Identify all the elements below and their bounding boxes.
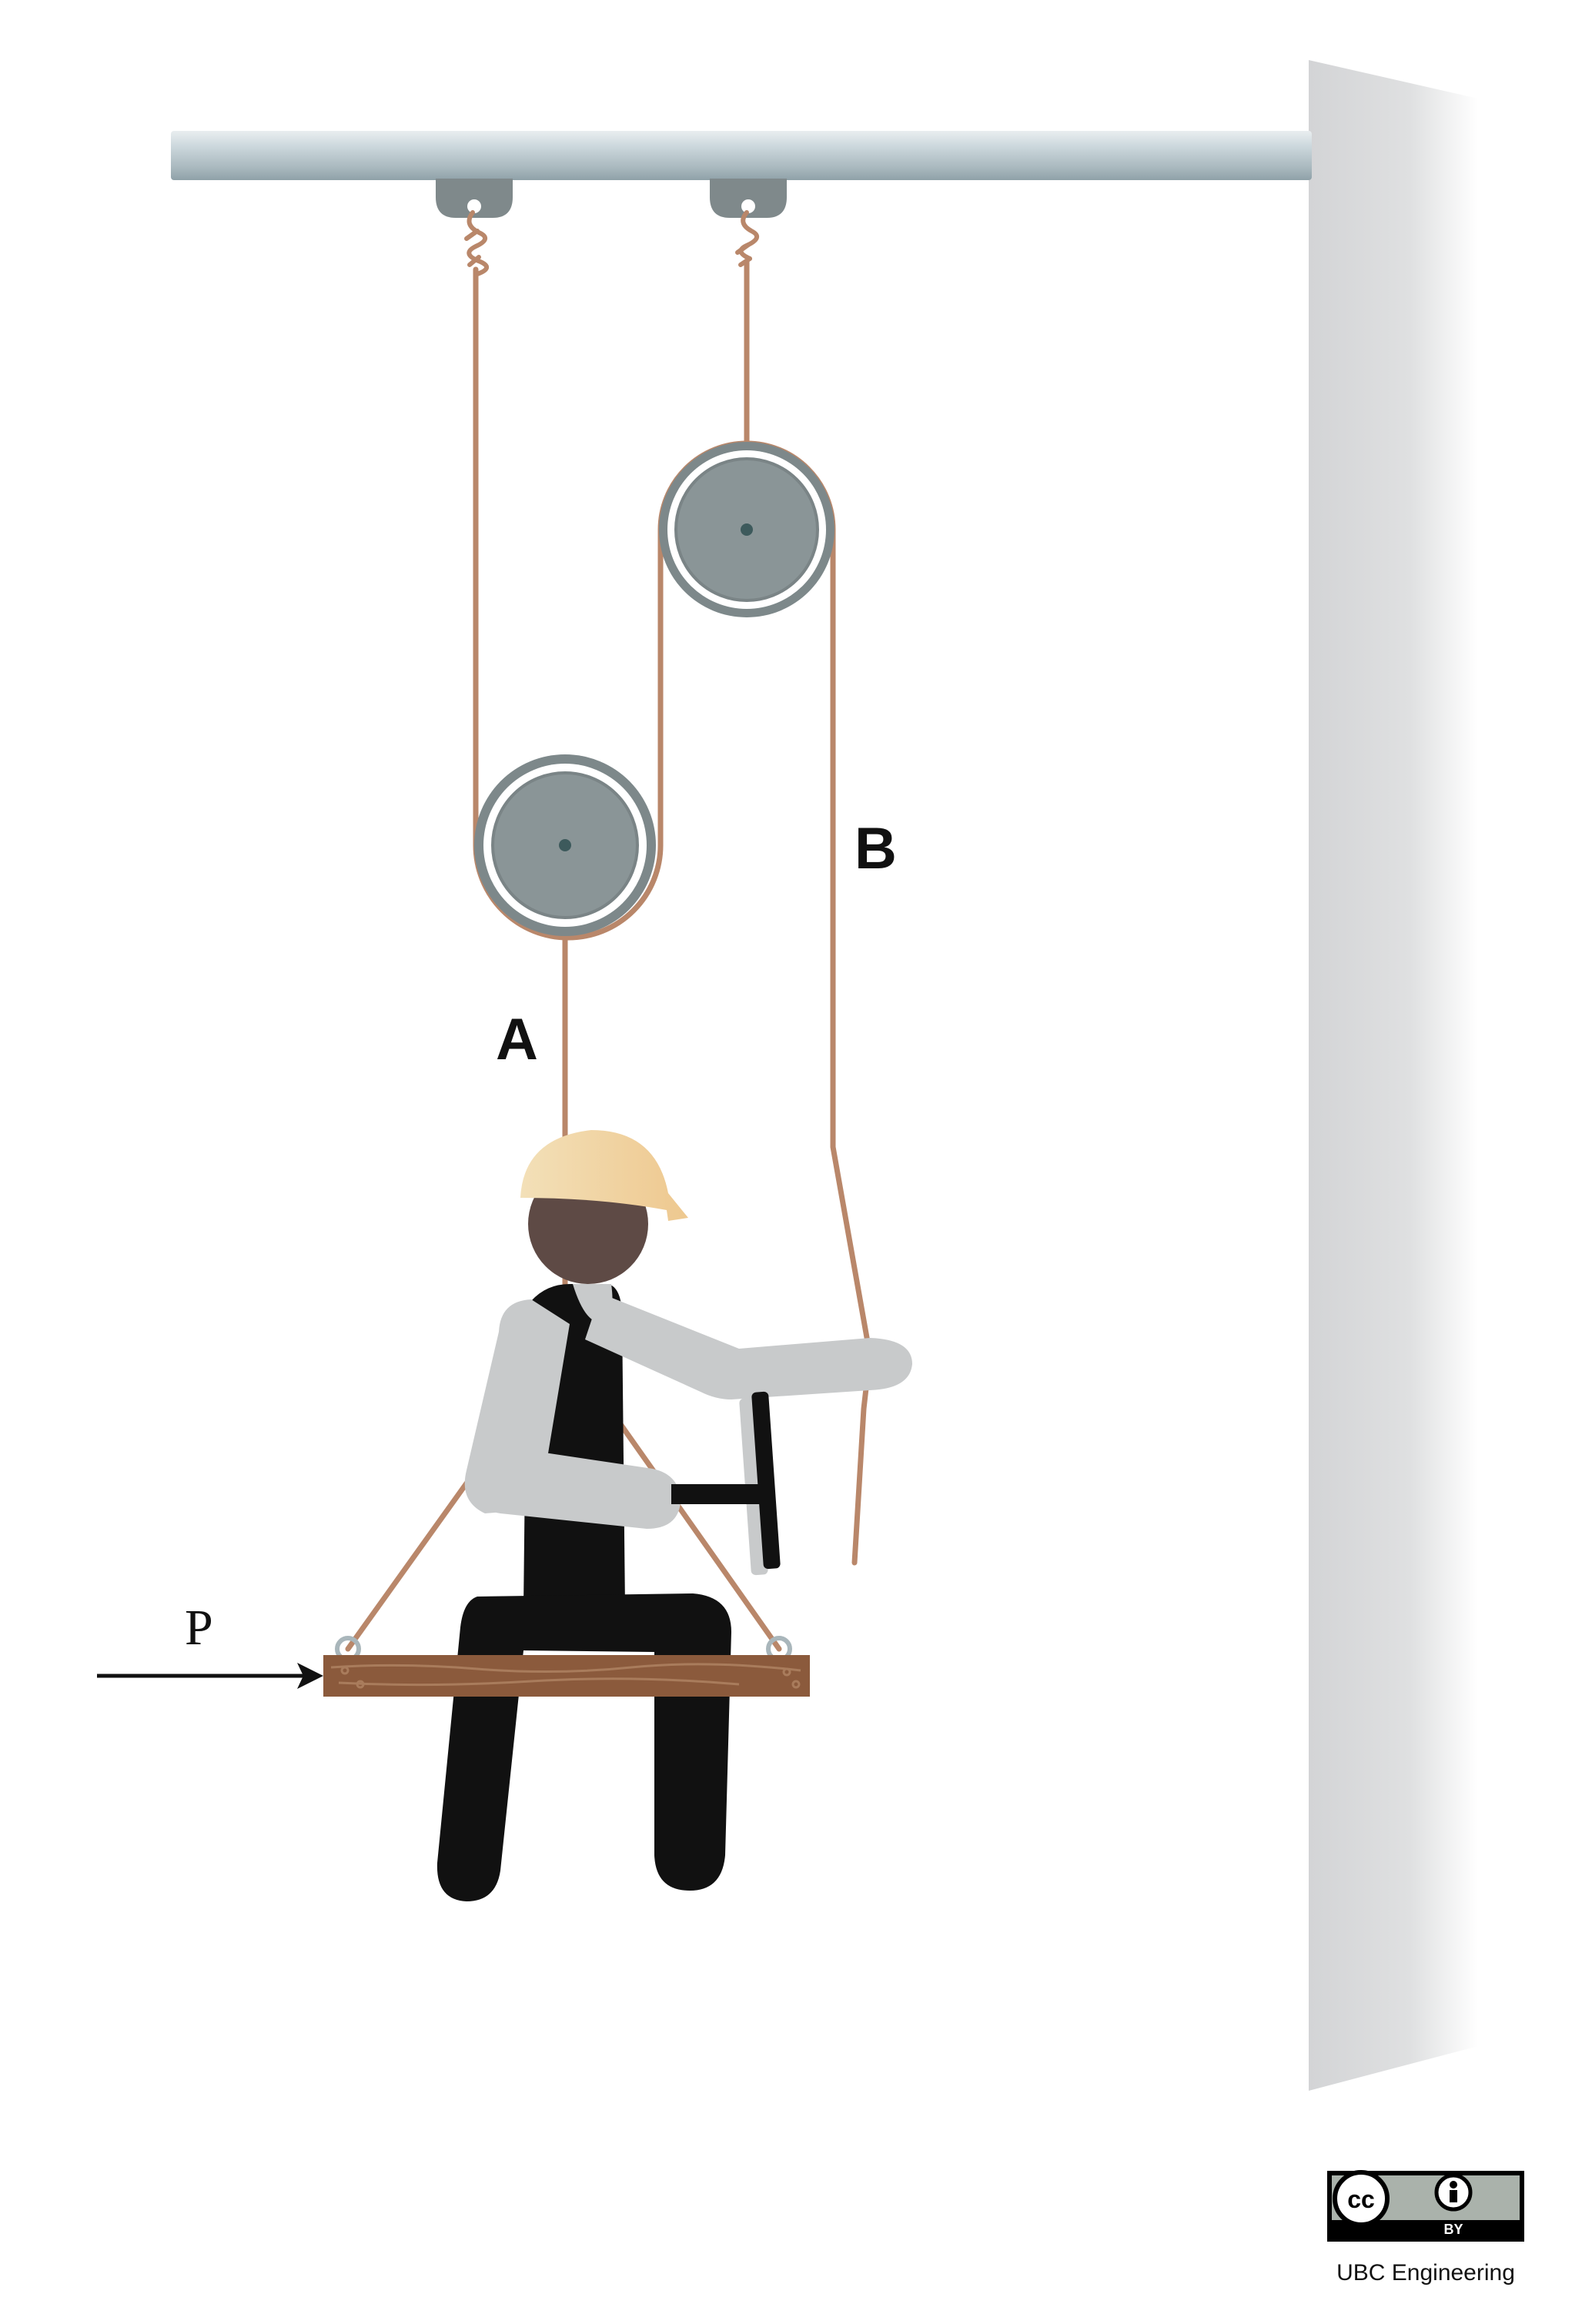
label-p: P	[185, 1600, 213, 1656]
cc-icon	[1333, 2170, 1390, 2227]
hammer	[671, 1391, 781, 1576]
ceiling-rail	[171, 131, 1312, 180]
pulley-upper	[659, 442, 834, 617]
swing-seat	[323, 1636, 810, 1697]
pulley-lower	[474, 754, 656, 936]
cc-icon-text: cc	[1347, 2185, 1375, 2213]
cc-by-badge: cc BY	[1327, 2170, 1524, 2242]
credit-text: UBC Engineering	[1336, 2260, 1515, 2286]
rope-b	[830, 527, 873, 1566]
label-b: B	[855, 816, 897, 881]
label-a: A	[496, 1007, 538, 1072]
knot-right	[735, 210, 759, 267]
wall	[1309, 60, 1478, 2091]
hard-hat	[520, 1130, 688, 1221]
ceiling-hook-right	[710, 179, 787, 218]
ceiling-hook-left	[436, 179, 513, 218]
force-arrow-p	[97, 1663, 323, 1689]
knot-left	[464, 210, 489, 276]
by-text: BY	[1443, 2222, 1463, 2237]
worker-figure	[436, 1130, 912, 1901]
